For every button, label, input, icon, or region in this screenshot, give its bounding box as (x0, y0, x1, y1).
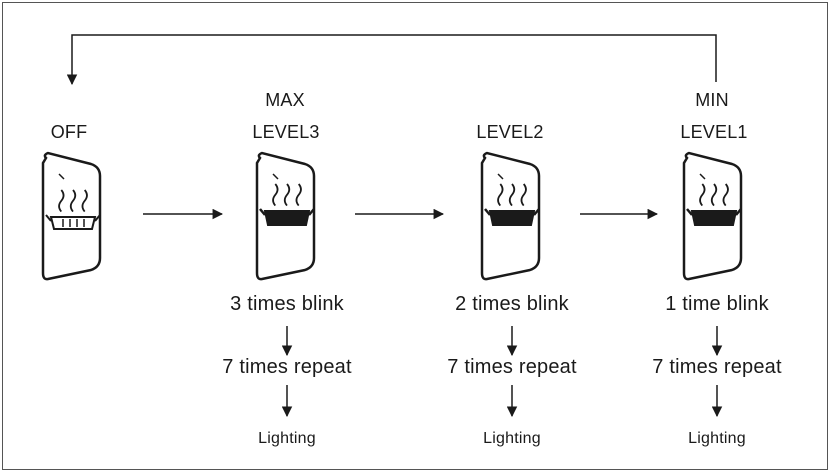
blink-label-level1: 1 time blink (665, 293, 769, 315)
lighting-label-level1: Lighting (688, 430, 746, 447)
blink-label-level2: 2 times blink (455, 293, 569, 315)
lighting-label-level2: Lighting (483, 430, 541, 447)
max-label: MAX (265, 90, 305, 110)
heater-icon-outline (45, 189, 101, 230)
repeat-label-level3: 7 times repeat (222, 356, 352, 378)
state-label-level1: LEVEL1 (680, 122, 748, 142)
switch-level1 (682, 151, 743, 281)
state-label-level2: LEVEL2 (476, 122, 544, 142)
switch-off (41, 151, 102, 281)
blink-label-level3: 3 times blink (230, 293, 344, 315)
repeat-label-level1: 7 times repeat (652, 356, 782, 378)
switch-level3 (255, 151, 316, 281)
loop-arrow (66, 34, 717, 86)
heater-icon-filled (259, 183, 315, 226)
heater-icon-filled (484, 183, 540, 226)
repeat-label-level2: 7 times repeat (447, 356, 577, 378)
switch-level2 (480, 151, 541, 281)
min-label: MIN (695, 90, 729, 110)
state-label-off: OFF (50, 122, 88, 142)
heater-icon-filled (686, 183, 742, 226)
lighting-label-level3: Lighting (258, 430, 316, 447)
state-label-level3: LEVEL3 (252, 122, 320, 142)
